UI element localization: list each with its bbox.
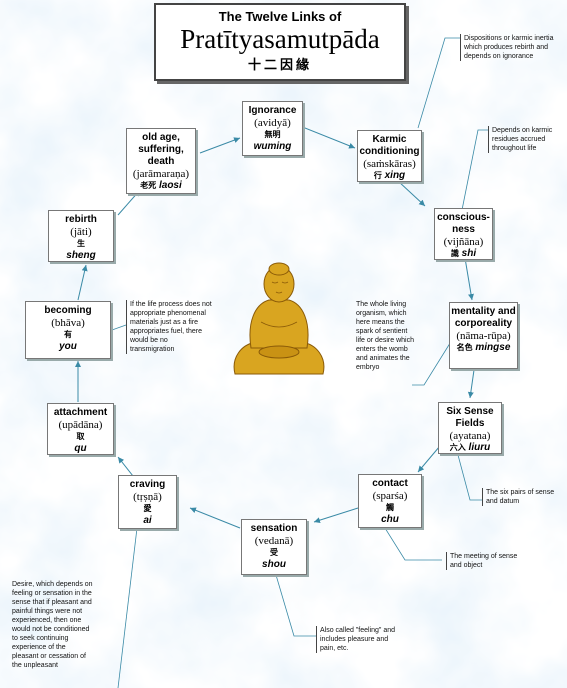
title-chinese: 十二因緣 [247, 57, 312, 72]
link-attachment[interactable]: attachment (upādāna) 取 qu [47, 403, 114, 455]
link-six-sense-pin: liuru [468, 442, 491, 453]
link-six-sense-cn: 六入 [449, 443, 466, 452]
seated-buddha-figure [233, 262, 325, 375]
link-old-age[interactable]: old age, suffering, death (jarāmaraṇa) 老… [126, 128, 196, 194]
link-mentality-en: mentality and corporeality [451, 306, 516, 329]
link-old-age-skt: (jarāmaraṇa) [132, 168, 190, 180]
link-rebirth-skt: (jāti) [70, 226, 92, 238]
link-sensation[interactable]: sensation (vedanā) 受 shou [241, 519, 307, 575]
link-mentality-skt: (nāma-rūpa) [456, 330, 511, 342]
link-sensation-skt: (vedanā) [254, 535, 294, 547]
link-attachment-cn: 取 [76, 432, 85, 441]
link-mentality-cn: 名色 [456, 343, 473, 352]
link-rebirth-pin: sheng [66, 250, 96, 261]
link-consciousness-cn: 識 [450, 249, 459, 258]
note-dispositions: Dispositions or karmic inertia which pro… [460, 34, 564, 61]
title-main: Pratītyasamutpāda [180, 24, 380, 54]
link-becoming-pin: you [59, 341, 77, 352]
link-ignorance-pin: wuming [253, 141, 292, 152]
link-consciousness-pin: shi [461, 248, 477, 259]
link-sensation-cn: 受 [270, 548, 278, 557]
link-consciousness-en: conscious-ness [437, 212, 490, 235]
link-attachment-skt: (upādāna) [58, 419, 103, 431]
link-craving-pin: ai [143, 515, 152, 526]
link-rebirth-cn: 生 [77, 239, 85, 248]
title-line1: The Twelve Links of [218, 9, 342, 24]
note-meeting: The meeting of sense and object [446, 552, 530, 570]
link-six-sense-skt: (ayatana) [449, 430, 491, 442]
link-contact-skt: (sparśa) [372, 490, 408, 502]
link-becoming-cn: 有 [64, 330, 72, 339]
link-old-age-en: old age, suffering, death [138, 132, 184, 167]
link-ignorance[interactable]: Ignorance (avidyā) 無明 wuming [242, 101, 303, 156]
link-contact-en: contact [372, 478, 408, 489]
note-life-process: If the life process does not appropriate… [126, 300, 214, 354]
link-rebirth-en: rebirth [65, 214, 97, 225]
link-consciousness-skt: (vijñāna) [443, 236, 484, 248]
link-rebirth[interactable]: rebirth (jāti) 生 sheng [48, 210, 114, 262]
link-old-age-cn: 老死 [140, 181, 157, 190]
link-becoming-skt: (bhāva) [51, 317, 85, 329]
link-contact-cn: 觸 [386, 503, 394, 512]
note-karmic-residues: Depends on karmic residues accrued throu… [488, 126, 564, 153]
link-contact[interactable]: contact (sparśa) 觸 chu [358, 474, 422, 528]
link-becoming-en: becoming [44, 305, 92, 316]
link-ignorance-en: Ignorance [248, 105, 297, 116]
link-craving-skt: (tṛṣṇā) [133, 491, 162, 503]
link-consciousness[interactable]: conscious-ness (vijñāna) 識 shi [434, 208, 493, 260]
link-craving[interactable]: craving (tṛṣṇā) 愛 ai [118, 475, 177, 529]
title-box: The Twelve Links of Pratītyasamutpāda 十二… [154, 3, 406, 81]
link-contact-pin: chu [381, 514, 399, 525]
link-six-sense-en: Six Sense Fields [446, 406, 494, 429]
note-feeling: Also called "feeling" and includes pleas… [316, 626, 400, 653]
note-desire: Desire, which depends on feeling or sens… [12, 581, 93, 669]
link-karmic-skt: (saṁskāras) [363, 158, 416, 170]
link-old-age-pin: laosi [158, 180, 182, 191]
link-becoming[interactable]: becoming (bhāva) 有 you [25, 301, 111, 359]
link-ignorance-cn: 無明 [264, 130, 281, 139]
link-craving-cn: 愛 [143, 504, 152, 513]
link-mentality[interactable]: mentality and corporeality (nāma-rūpa) 名… [449, 302, 518, 369]
link-attachment-en: attachment [53, 407, 108, 418]
link-six-sense[interactable]: Six Sense Fields (ayatana) 六入 liuru [438, 402, 502, 454]
link-karmic-en: Karmic conditioning [359, 134, 420, 157]
link-sensation-en: sensation [250, 523, 298, 534]
link-karmic-cn: 行 [373, 171, 382, 180]
link-sensation-pin: shou [262, 559, 286, 570]
link-karmic-pin: xing [384, 170, 406, 181]
link-mentality-pin: mingse [475, 342, 511, 353]
note-six-pairs: The six pairs of sense and datum [482, 488, 564, 506]
note-living-organism: The whole living organism, which here me… [356, 301, 414, 371]
link-attachment-pin: qu [74, 443, 87, 454]
link-ignorance-skt: (avidyā) [254, 117, 291, 129]
link-craving-en: craving [129, 479, 166, 490]
link-karmic[interactable]: Karmic conditioning (saṁskāras) 行 xing [357, 130, 422, 182]
